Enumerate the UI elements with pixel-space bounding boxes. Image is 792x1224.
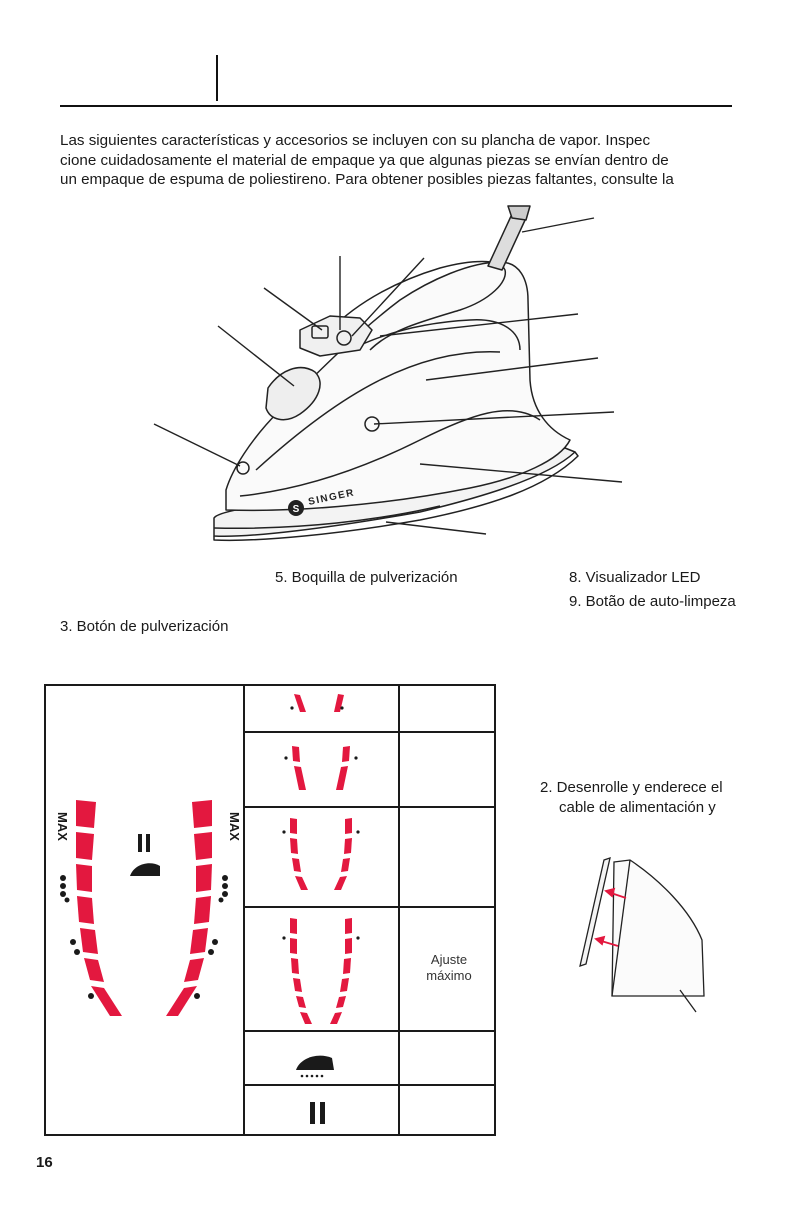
intro-line-2: cione cuidadosamente el material de empa… (60, 151, 669, 169)
max-setting-label: Ajuste máximo (400, 952, 498, 984)
intro-paragraph: Las siguientes características y accesor… (60, 131, 740, 190)
max-setting-line-2: máximo (426, 968, 472, 983)
step-2-line-2: cable de alimentación y (559, 799, 716, 816)
iron-steam-icon-large (130, 863, 160, 876)
led-level-icons (282, 694, 360, 1124)
max-label-left: MAX (55, 812, 70, 841)
steam-iron-illustration: S SINGER (153, 205, 623, 542)
part-3-label: 3. Botón de pulverización (60, 618, 229, 635)
intro-line-3: un empaque de espuma de poliestireno. Pa… (60, 171, 674, 188)
pause-icon-bar-1 (310, 1102, 315, 1124)
soleplate-attach-illustration (579, 857, 705, 1013)
part-8-label: 8. Visualizador LED (569, 569, 701, 586)
led-bars-right (166, 800, 212, 1016)
max-setting-line-1: Ajuste (430, 952, 468, 967)
led-display-diagram: MAX MAX (55, 800, 242, 1016)
max-label-right: MAX (227, 812, 242, 841)
intro-line-1: Las siguientes características y accesor… (60, 132, 651, 149)
header-divider-horizontal (60, 105, 732, 107)
brand-logo-letter: S (293, 504, 300, 515)
attach-arrows (594, 887, 627, 947)
step-2-text: 2. Desenrolle y enderece el cable de ali… (540, 778, 723, 818)
page-number: 16 (36, 1154, 53, 1171)
part-5-label: 5. Boquilla de pulverización (275, 569, 458, 586)
callout-lines (153, 217, 623, 535)
header-divider-vertical (216, 55, 218, 101)
iron-steam-icon-small (296, 1055, 334, 1070)
pause-icon-bar-2 (320, 1102, 325, 1124)
led-bars-left (76, 800, 122, 1016)
brand-logo-mark (288, 500, 304, 516)
led-settings-table: Ajuste máximo (44, 684, 496, 1136)
step-2-line-1: 2. Desenrolle y enderece el (540, 779, 723, 796)
part-9-label: 9. Botão de auto-limpeza (569, 593, 736, 610)
